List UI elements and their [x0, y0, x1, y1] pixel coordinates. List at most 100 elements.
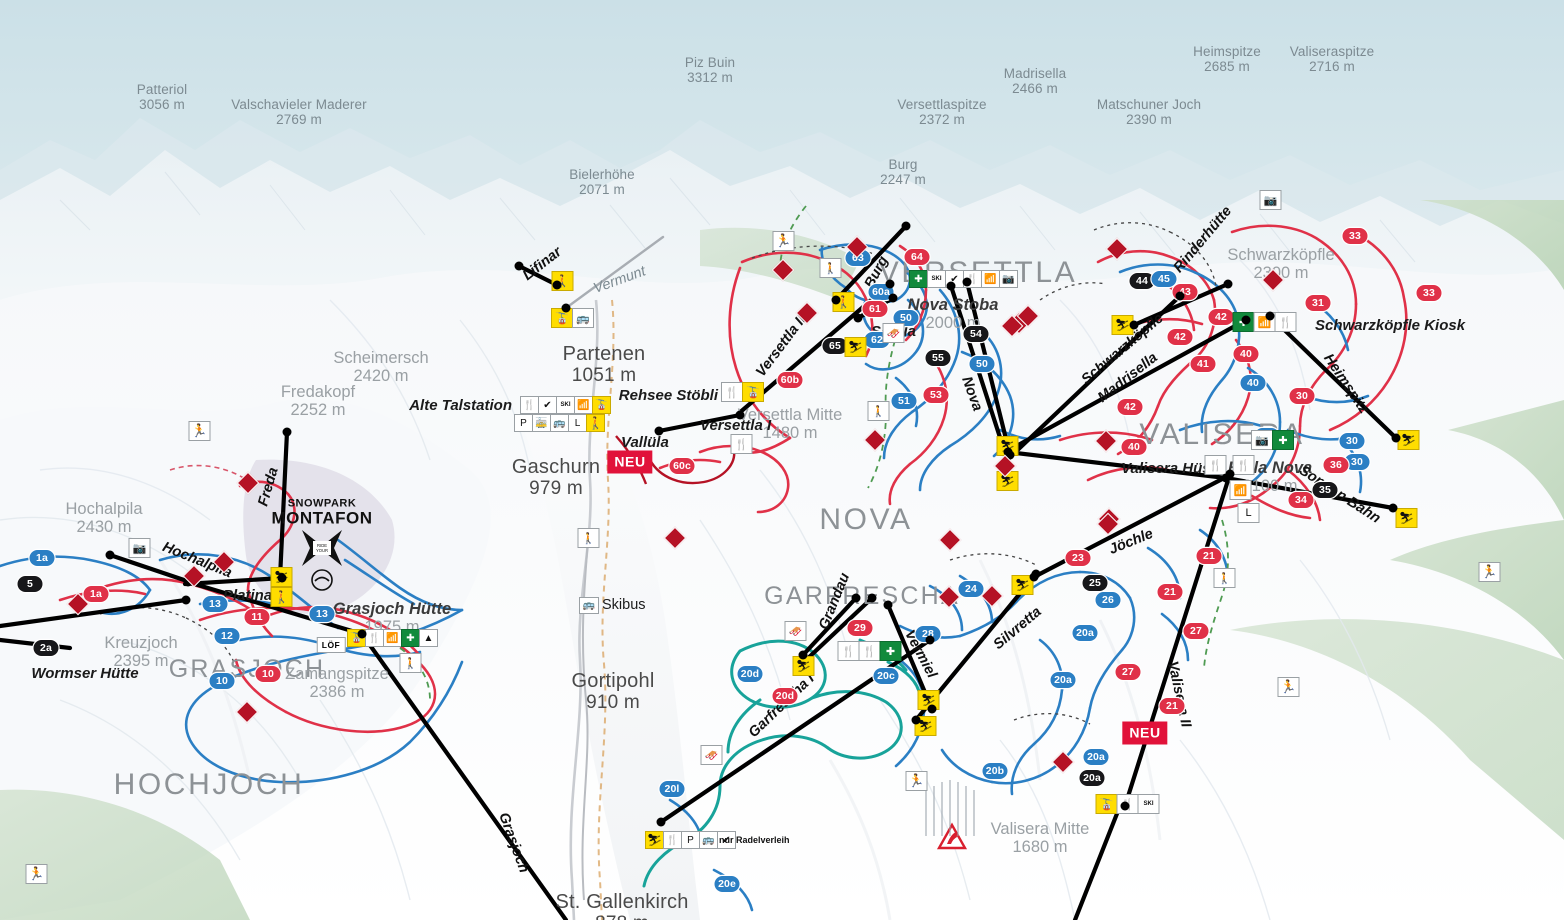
camera-icon[interactable]: 📷	[1251, 430, 1273, 450]
run-marker-21[interactable]: 21	[1196, 548, 1222, 564]
run-marker-20l[interactable]: 20l	[659, 781, 685, 797]
restaurant-icon[interactable]: 🍴	[520, 396, 539, 414]
run-marker-27[interactable]: 27	[1115, 664, 1141, 680]
platina-sign-b[interactable]: 🚶	[270, 587, 293, 607]
partenen-station[interactable]: 🚡🚌	[551, 308, 594, 328]
ski-rental-icon[interactable]: SKI	[556, 396, 575, 414]
spatla-lift-sign[interactable]: ⛷	[844, 337, 867, 357]
snowshoe-icon[interactable]: 🏃	[772, 231, 795, 251]
snowshoe-bl[interactable]: 🏃	[25, 864, 48, 884]
run-marker-51[interactable]: 51	[891, 393, 917, 409]
restaurant-icon[interactable]: 🍴	[1274, 312, 1297, 332]
joechle-sign[interactable]: ⛷	[1011, 575, 1034, 595]
drag-lift-icon[interactable]: ⛷	[1011, 575, 1034, 595]
drag-lift-icon[interactable]: ⛷	[645, 831, 664, 849]
run-marker-53[interactable]: 53	[923, 387, 949, 403]
run-marker-24[interactable]: 24	[958, 581, 984, 597]
first-aid-icon[interactable]: ✚	[401, 629, 420, 647]
grandau-services[interactable]: 🍴🍴✚	[837, 641, 902, 661]
snowshoe-right2[interactable]: 🏃	[1277, 677, 1300, 697]
run-marker-42[interactable]: 42	[1208, 309, 1234, 325]
lift-sign-icon[interactable]: 🚶	[586, 414, 605, 432]
versettla-mitte-rest[interactable]: 🍴	[730, 434, 753, 454]
gondola-icon[interactable]: 🚡	[1095, 794, 1118, 814]
grandau-sign[interactable]: ⛷	[792, 656, 815, 676]
snowshoe-ul[interactable]: 🏃	[188, 421, 211, 441]
restaurant-icon[interactable]: 🍴	[858, 641, 881, 661]
gondola-icon[interactable]: 🚡	[742, 382, 764, 402]
first-aid-icon[interactable]: ✚	[879, 641, 902, 661]
bus-icon[interactable]: 🚌	[572, 308, 594, 328]
alte-talstation-top[interactable]: 🍴✔SKI📶🚡	[520, 396, 611, 414]
sonnen-top-sign[interactable]: ⛷	[1397, 430, 1420, 450]
run-marker-20a[interactable]: 20a	[1083, 749, 1109, 765]
snowshoe-icon[interactable]: 🏃	[25, 864, 48, 884]
run-marker-5[interactable]: 5	[17, 576, 43, 592]
snowshoe-right[interactable]: 🏃	[1478, 562, 1501, 582]
run-marker-33[interactable]: 33	[1416, 285, 1442, 301]
run-marker-42[interactable]: 42	[1167, 329, 1193, 345]
first-aid-icon[interactable]: ✚	[909, 270, 928, 288]
camera-icon[interactable]: 📷	[128, 538, 151, 558]
run-marker-20a[interactable]: 20a	[1050, 672, 1076, 688]
ski-school-icon[interactable]: ✔	[538, 396, 557, 414]
run-marker-65[interactable]: 65	[822, 338, 848, 354]
run-marker-10[interactable]: 10	[209, 673, 235, 689]
bus-icon[interactable]: 🚌	[550, 414, 569, 432]
run-marker-13[interactable]: 13	[309, 606, 335, 622]
train-icon[interactable]: 🚋	[532, 414, 551, 432]
restaurant-icon[interactable]: 🍴	[730, 434, 753, 454]
run-marker-20e[interactable]: 20e	[714, 876, 740, 892]
hiking-icon[interactable]: 🚶	[399, 653, 422, 673]
run-marker-23[interactable]: 23	[1065, 550, 1091, 566]
run-marker-34[interactable]: 34	[1288, 492, 1314, 508]
drag-lift-icon[interactable]: ⛷	[1395, 508, 1418, 528]
run-marker-11[interactable]: 11	[244, 609, 270, 625]
run-marker-31[interactable]: 31	[1305, 295, 1331, 311]
nova-sled-icon[interactable]: 🛷	[882, 323, 905, 343]
drag-lift-icon[interactable]: ⛷	[996, 471, 1019, 491]
bus-icon[interactable]: 🚌	[699, 831, 718, 849]
run-marker-61[interactable]: 61	[862, 301, 888, 317]
hiking-icon[interactable]: 🚶	[819, 258, 842, 278]
lockers-icon[interactable]: L	[1237, 503, 1260, 523]
parking-icon[interactable]: P	[681, 831, 700, 849]
run-marker-30[interactable]: 30	[1344, 454, 1370, 470]
run-marker-40[interactable]: 40	[1121, 439, 1147, 455]
first-aid-icon[interactable]: ✚	[1272, 430, 1294, 450]
ski-rental-icon[interactable]: SKI	[927, 270, 946, 288]
ski-rental-icon[interactable]: SKI	[1137, 794, 1160, 814]
run-marker-30[interactable]: 30	[1289, 388, 1315, 404]
hiking-icon[interactable]: 🚶	[577, 528, 600, 548]
run-marker-1a[interactable]: 1a	[29, 550, 55, 566]
run-marker-10[interactable]: 10	[255, 666, 281, 682]
bella-nova-services[interactable]: 📷✚	[1251, 430, 1294, 450]
grasjoch-hiking[interactable]: 🚶	[399, 653, 422, 673]
run-marker-54[interactable]: 54	[963, 326, 989, 342]
snowshoe-garf[interactable]: 🏃	[905, 771, 928, 791]
gondola-icon[interactable]: 🚡	[592, 396, 611, 414]
run-marker-45[interactable]: 45	[1151, 271, 1177, 287]
run-marker-12[interactable]: 12	[214, 628, 240, 644]
run-marker-29[interactable]: 29	[847, 620, 873, 636]
run-marker-27[interactable]: 27	[1183, 623, 1209, 639]
run-marker-21[interactable]: 21	[1157, 584, 1183, 600]
bella-nova-rest[interactable]: 🍴	[1232, 455, 1255, 475]
garfrescha-sled-a[interactable]: 🛷	[784, 621, 807, 641]
camera-icon[interactable]: 📷	[999, 270, 1018, 288]
rehsee-stoebli[interactable]: 🍴🚡	[721, 382, 764, 402]
run-marker-20b[interactable]: 20b	[982, 763, 1008, 779]
nova-stoba-services[interactable]: ✚SKI✔🍴📶📷	[909, 270, 1018, 288]
run-marker-33[interactable]: 33	[1342, 228, 1368, 244]
sledge-icon[interactable]: 🛷	[882, 323, 905, 343]
lockers-icon[interactable]: L	[568, 414, 587, 432]
mountain-icon[interactable]: ▲	[419, 629, 438, 647]
run-marker-13[interactable]: 13	[202, 596, 228, 612]
snowshoe-nova[interactable]: 🏃	[772, 231, 795, 251]
burg-hiking[interactable]: 🚶	[819, 258, 842, 278]
nova-hiking[interactable]: 🚶	[867, 401, 890, 421]
run-marker-36[interactable]: 36	[1323, 457, 1349, 473]
hiking-icon[interactable]: 🚶	[1213, 568, 1236, 588]
run-marker-2a[interactable]: 2a	[33, 640, 59, 656]
drag-lift-icon[interactable]: ⛷	[792, 656, 815, 676]
